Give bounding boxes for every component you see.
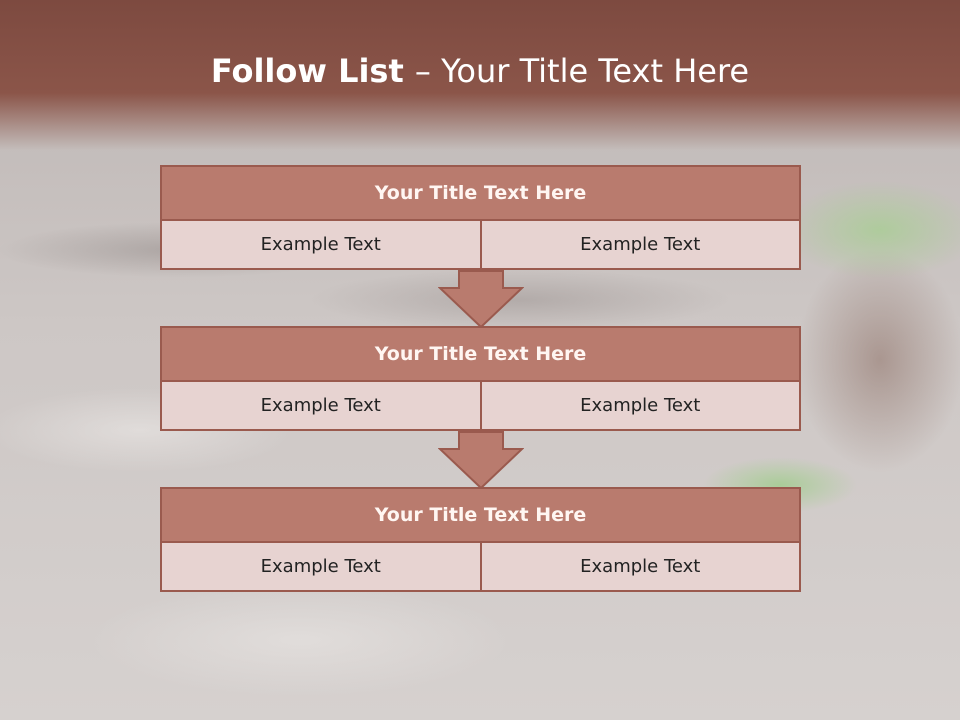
step-title-2: Your Title Text Here <box>160 326 801 382</box>
step-title-3: Your Title Text Here <box>160 487 801 543</box>
down-arrow-icon <box>438 270 524 328</box>
step-2-left-cell: Example Text <box>160 382 482 431</box>
step-title-1: Your Title Text Here <box>160 165 801 221</box>
step-block-2: Your Title Text Here Example Text Exampl… <box>160 326 801 431</box>
down-arrow-icon <box>438 431 524 489</box>
step-1-right-cell: Example Text <box>481 221 801 270</box>
step-2-right-cell: Example Text <box>481 382 801 431</box>
title-bar <box>0 0 960 150</box>
slide-title: Follow List – Your Title Text Here <box>0 52 960 90</box>
step-3-right-cell: Example Text <box>481 543 801 592</box>
slide-title-bold: Follow List <box>210 52 415 90</box>
step-block-3: Your Title Text Here Example Text Exampl… <box>160 487 801 592</box>
step-1-left-cell: Example Text <box>160 221 482 270</box>
step-row-1: Example Text Example Text <box>160 221 801 270</box>
step-row-2: Example Text Example Text <box>160 382 801 431</box>
step-row-3: Example Text Example Text <box>160 543 801 592</box>
slide-title-rest: – Your Title Text Here <box>414 52 750 90</box>
step-block-1: Your Title Text Here Example Text Exampl… <box>160 165 801 270</box>
step-3-left-cell: Example Text <box>160 543 482 592</box>
